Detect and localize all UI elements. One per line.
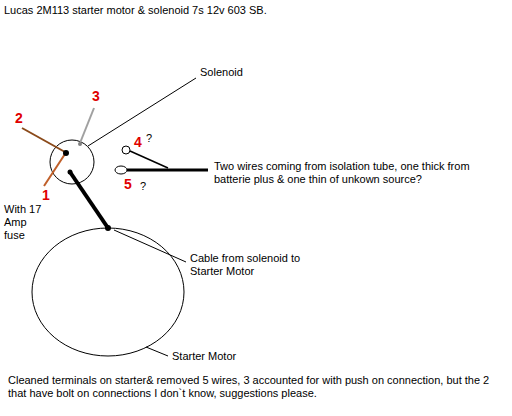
wire-3 [80, 108, 94, 143]
leader-line [114, 230, 186, 262]
callout-number: 3 [92, 88, 100, 105]
leader-line [146, 347, 168, 356]
leader-line [88, 78, 196, 146]
callout-number: 5 [124, 176, 132, 193]
solenoid-terminal [78, 142, 82, 146]
caption-text: Cleaned terminals on starter& removed 5 … [8, 374, 508, 400]
callout-number: 1 [42, 187, 50, 204]
callout-number: 4 [134, 134, 142, 151]
bolt-terminal [122, 146, 130, 154]
solenoid-terminal [63, 150, 69, 156]
solenoid-terminal [68, 170, 73, 175]
thick-wire [127, 169, 208, 172]
part-label: Solenoid [200, 66, 243, 79]
question-mark: ? [146, 132, 152, 145]
diagram-title: Lucas 2M113 starter motor & solenoid 7s … [4, 4, 424, 17]
starter-cable [70, 172, 108, 228]
question-mark: ? [140, 180, 146, 193]
wire-2 [22, 128, 65, 152]
part-label: Starter Motor [172, 350, 236, 363]
note-text: Two wires coming from isolation tube, on… [214, 160, 506, 186]
starter-motor-body [32, 228, 184, 356]
part-label: Cable from solenoid to Starter Motor [190, 252, 308, 278]
bolt-terminal [115, 166, 127, 174]
wire-1 [44, 154, 65, 186]
callout-number: 2 [15, 110, 23, 127]
thin-wire [130, 151, 168, 168]
note-text: With 17 Amp fuse [4, 203, 44, 243]
